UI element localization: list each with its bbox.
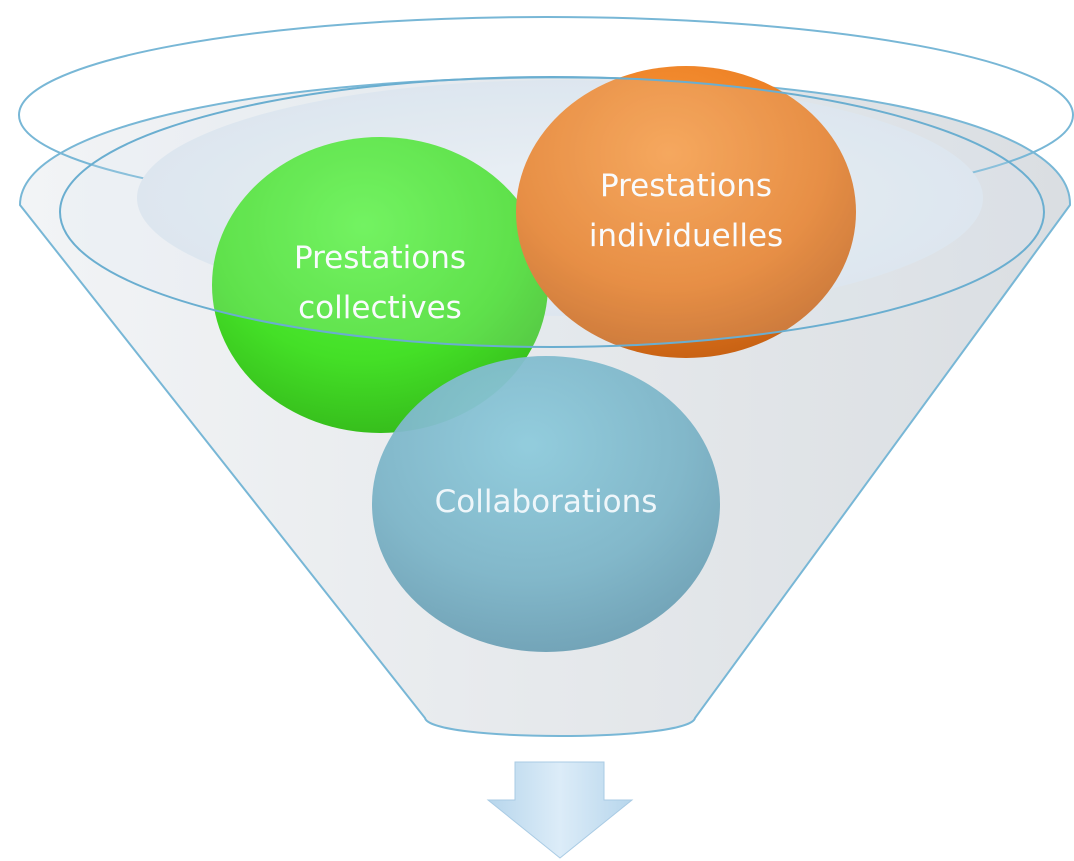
label-individuelles-line1: Prestations xyxy=(600,168,772,204)
label-collectives-line1: Prestations xyxy=(294,240,466,276)
circle-prestations-collectives: Prestations collectives xyxy=(212,137,548,433)
circle-collaborations: Collaborations xyxy=(372,356,720,652)
label-individuelles-line2: individuelles xyxy=(589,218,783,254)
circle-prestations-individuelles: Prestations individuelles xyxy=(516,66,856,358)
label-collaborations: Collaborations xyxy=(435,484,658,520)
funnel-front-rim xyxy=(59,76,1045,348)
label-collectives-line2: collectives xyxy=(298,290,462,326)
down-arrow-icon xyxy=(486,761,634,859)
